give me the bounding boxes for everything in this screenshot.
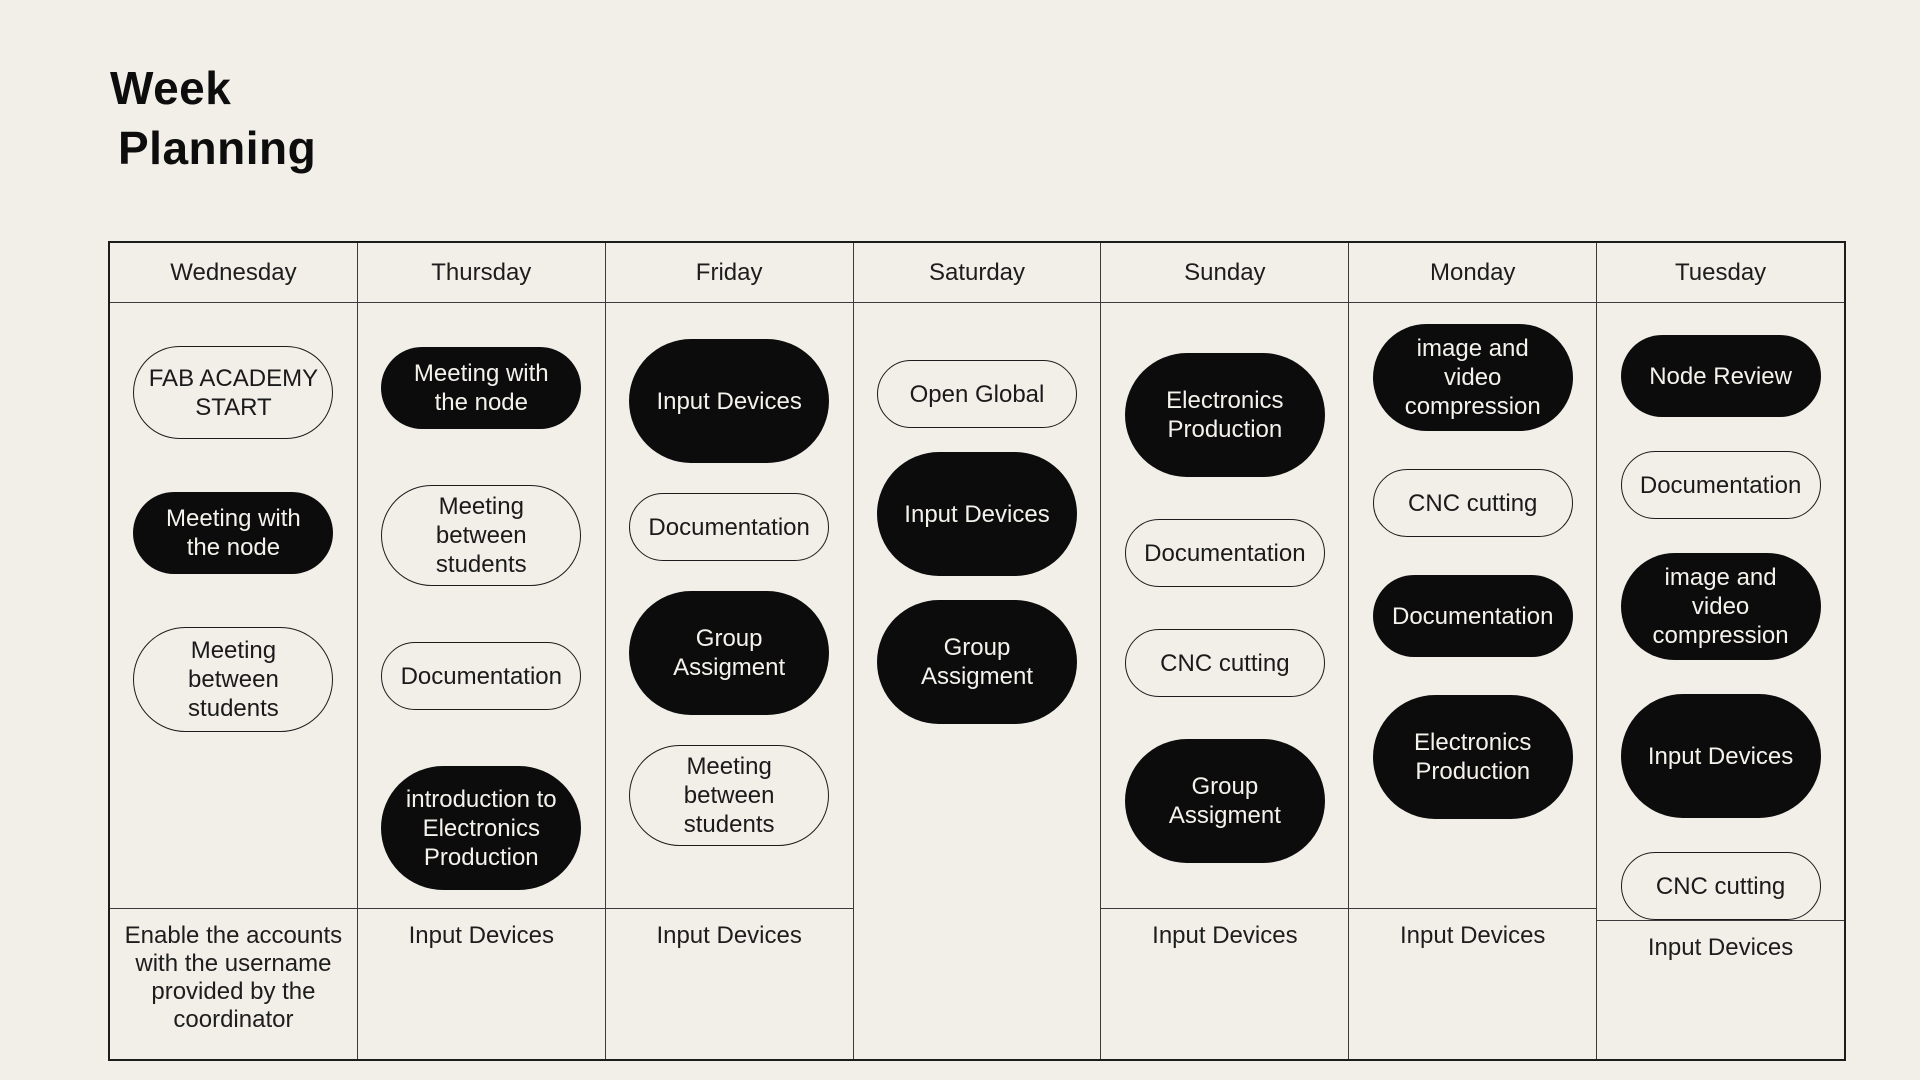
day-footer-monday: Input Devices xyxy=(1349,908,1597,1059)
day-column-monday: Monday image and video compression CNC c… xyxy=(1349,243,1598,1059)
task-pill-electronics-production[interactable]: Electronics Production xyxy=(1124,353,1325,477)
task-pill-label: Meeting between students xyxy=(188,637,279,722)
task-pill-group-assigment[interactable]: Group Assigment xyxy=(629,591,830,715)
day-header-wednesday: Wednesday xyxy=(110,243,357,303)
day-body-thursday: Meeting with the node Meeting between st… xyxy=(358,303,605,908)
page-title-line1: Week xyxy=(110,62,232,114)
day-footer-thursday: Input Devices xyxy=(357,908,605,1059)
task-pill-label: Meeting with the node xyxy=(166,505,301,561)
task-pill-label: Electronics Production xyxy=(1414,729,1532,785)
day-footer-note: Enable the accounts with the username pr… xyxy=(124,922,343,1033)
task-pill-label: Group Assigment xyxy=(920,634,1034,690)
day-column-tuesday: Tuesday Node Review Documentation image … xyxy=(1597,243,1845,1059)
task-pill-label: CNC cutting xyxy=(1160,649,1290,677)
task-pill-input-devices[interactable]: Input Devices xyxy=(877,452,1077,576)
task-pill-documentation[interactable]: Documentation xyxy=(1372,575,1573,657)
day-header-tuesday: Tuesday xyxy=(1597,243,1845,303)
task-pill-cnc-cutting[interactable]: CNC cutting xyxy=(1124,629,1325,697)
task-pill-label: Documentation xyxy=(400,662,562,690)
day-body-monday: image and video compression CNC cutting … xyxy=(1349,303,1596,908)
day-footer-note: Input Devices xyxy=(1400,922,1546,949)
task-pill-image-and-video-compression[interactable]: image and video compression xyxy=(1620,553,1821,660)
task-pill-label: Node Review xyxy=(1649,362,1792,390)
day-footer-sunday: Input Devices xyxy=(1101,908,1349,1059)
day-header-label: Sunday xyxy=(1184,258,1266,286)
task-pill-label: image and video compression xyxy=(1404,335,1541,420)
task-pill-documentation[interactable]: Documentation xyxy=(381,642,582,710)
task-pill-label: Input Devices xyxy=(1647,742,1794,770)
task-pill-label: Documentation xyxy=(1639,471,1802,499)
task-pill-input-devices[interactable]: Input Devices xyxy=(629,339,830,463)
day-footer-note: Input Devices xyxy=(1152,922,1298,949)
task-pill-introduction-to-electronics-production[interactable]: introduction to Electronics Production xyxy=(381,766,582,890)
day-header-label: Friday xyxy=(695,258,763,286)
day-header-friday: Friday xyxy=(605,243,853,303)
day-footer-note: Input Devices xyxy=(408,922,554,949)
task-pill-meeting-with-the-node[interactable]: Meeting with the node xyxy=(381,347,582,429)
task-pill-electronics-production[interactable]: Electronics Production xyxy=(1372,695,1573,819)
day-header-label: Saturday xyxy=(928,258,1026,286)
task-pill-documentation[interactable]: Documentation xyxy=(629,493,830,561)
day-footer-note: Input Devices xyxy=(1647,934,1794,961)
day-column-wednesday: Wednesday FAB ACADEMY START Meeting with… xyxy=(110,243,358,1059)
day-footer-friday: Input Devices xyxy=(605,908,853,1059)
day-footer-tuesday: Input Devices xyxy=(1597,920,1845,1071)
task-pill-input-devices[interactable]: Input Devices xyxy=(1620,694,1821,818)
day-column-thursday: Thursday Meeting with the node Meeting b… xyxy=(357,243,606,1059)
day-header-label: Tuesday xyxy=(1675,258,1767,286)
task-pill-documentation[interactable]: Documentation xyxy=(1124,519,1325,587)
day-header-saturday: Saturday xyxy=(853,243,1101,303)
page-title-line2: Planning xyxy=(118,122,317,174)
day-header-sunday: Sunday xyxy=(1101,243,1349,303)
task-pill-label: Meeting with the node xyxy=(413,360,549,416)
day-header-label: Monday xyxy=(1430,258,1516,286)
task-pill-cnc-cutting[interactable]: CNC cutting xyxy=(1620,852,1821,920)
page-title: Week Planning xyxy=(110,58,316,178)
task-pill-label: CNC cutting xyxy=(1408,489,1538,517)
task-pill-label: image and video compression xyxy=(1652,564,1789,649)
day-header-thursday: Thursday xyxy=(357,243,605,303)
week-planning-board: Wednesday FAB ACADEMY START Meeting with… xyxy=(108,241,1846,1061)
day-body-sunday: Electronics Production Documentation CNC… xyxy=(1101,303,1348,908)
task-pill-label: Meeting between students xyxy=(683,753,775,838)
day-header-label: Wednesday xyxy=(170,258,297,286)
task-pill-image-and-video-compression[interactable]: image and video compression xyxy=(1372,324,1573,431)
task-pill-label: Meeting between students xyxy=(435,493,527,578)
task-pill-meeting-with-the-node[interactable]: Meeting with the node xyxy=(133,492,334,574)
task-pill-label: CNC cutting xyxy=(1655,872,1786,900)
task-pill-group-assigment[interactable]: Group Assigment xyxy=(877,600,1077,724)
task-pill-label: Open Global xyxy=(909,380,1045,408)
day-header-label: Thursday xyxy=(431,258,532,286)
day-body-wednesday: FAB ACADEMY START Meeting with the node … xyxy=(110,303,357,908)
task-pill-label: Group Assigment xyxy=(1168,773,1281,829)
task-pill-meeting-between-students[interactable]: Meeting between students xyxy=(381,485,582,586)
task-pill-open-global[interactable]: Open Global xyxy=(877,360,1077,428)
day-footer-wednesday: Enable the accounts with the username pr… xyxy=(110,908,357,1059)
task-pill-label: FAB ACADEMY START xyxy=(148,364,319,421)
task-pill-label: Documentation xyxy=(1144,539,1306,567)
day-column-saturday: Saturday Open Global Input Devices Group… xyxy=(853,243,1102,1059)
task-pill-label: Group Assigment xyxy=(673,625,786,681)
task-pill-cnc-cutting[interactable]: CNC cutting xyxy=(1372,469,1573,537)
day-header-monday: Monday xyxy=(1349,243,1597,303)
day-column-sunday: Sunday Electronics Production Documentat… xyxy=(1101,243,1350,1059)
task-pill-label: Electronics Production xyxy=(1166,387,1284,443)
task-pill-group-assigment[interactable]: Group Assigment xyxy=(1124,739,1325,863)
task-pill-label: Documentation xyxy=(1392,602,1554,630)
task-pill-node-review[interactable]: Node Review xyxy=(1620,335,1821,417)
task-pill-label: introduction to Electronics Production xyxy=(405,785,557,871)
task-pill-label: Documentation xyxy=(648,513,810,541)
day-body-saturday: Open Global Input Devices Group Assigmen… xyxy=(854,303,1101,908)
task-pill-fab-academy-start[interactable]: FAB ACADEMY START xyxy=(133,346,334,439)
task-pill-meeting-between-students[interactable]: Meeting between students xyxy=(133,627,334,732)
task-pill-label: Input Devices xyxy=(904,500,1050,528)
day-body-tuesday: Node Review Documentation image and vide… xyxy=(1597,303,1844,920)
task-pill-documentation[interactable]: Documentation xyxy=(1620,451,1821,519)
day-footer-note: Input Devices xyxy=(656,922,802,949)
day-body-friday: Input Devices Documentation Group Assigm… xyxy=(606,303,853,908)
day-footer-saturday xyxy=(854,908,1101,1059)
task-pill-label: Input Devices xyxy=(656,387,802,415)
day-column-friday: Friday Input Devices Documentation Group… xyxy=(605,243,854,1059)
task-pill-meeting-between-students[interactable]: Meeting between students xyxy=(629,745,830,846)
